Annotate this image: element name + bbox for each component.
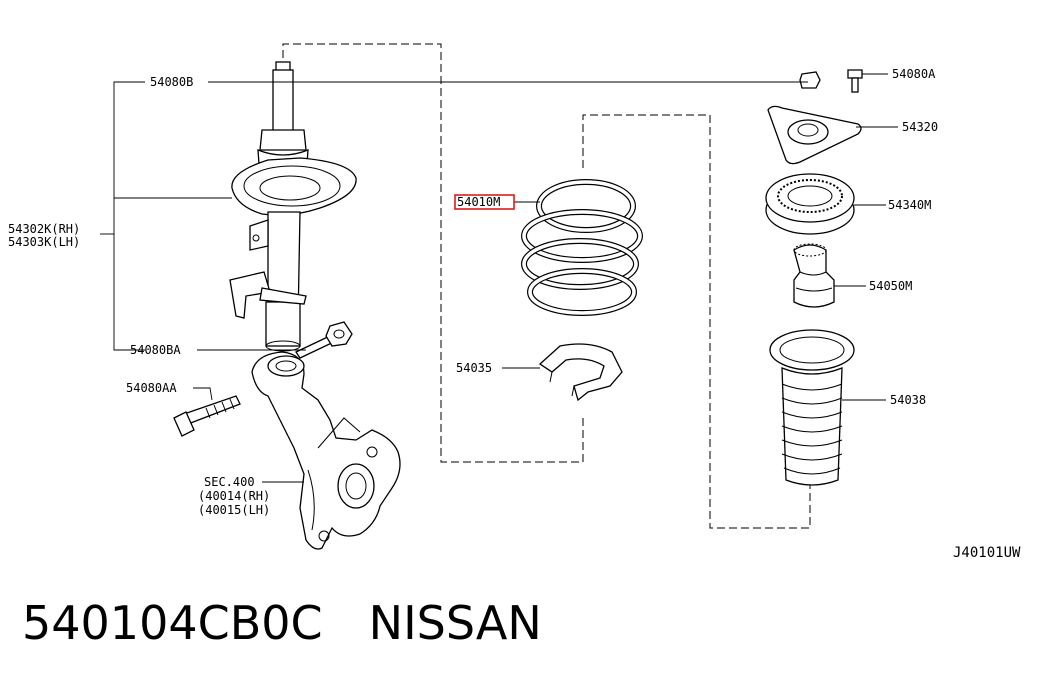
label-54035[interactable]: 54035 [456,361,492,375]
label-40014[interactable]: (40014(RH) [198,489,270,503]
label-54038[interactable]: 54038 [890,393,926,407]
label-54302k[interactable]: 54302K(RH) [8,222,80,236]
label-54340m[interactable]: 54340M [888,198,931,212]
label-54303k[interactable]: 54303K(LH) [8,235,80,249]
leader-lines [100,73,898,483]
upper-mount[interactable] [767,105,862,165]
part-labels: 54080B 54302K(RH) 54303K(LH) 54080BA 540… [8,67,1021,561]
diagram-code: J40101UW [953,545,1021,561]
caption: 540104CB0C NISSAN [22,596,542,660]
label-54080b[interactable]: 54080B [150,75,193,89]
dust-boot[interactable] [769,329,855,486]
part-number: 540104CB0C [22,596,323,650]
label-54080a[interactable]: 54080A [892,67,936,81]
highlight-box [454,194,515,210]
nut-54080a[interactable] [799,71,821,89]
label-54080aa[interactable]: 54080AA [126,381,177,395]
strut-bearing[interactable] [765,173,855,235]
bolt-54080a[interactable] [847,69,863,93]
coil-spring[interactable] [521,179,643,316]
label-sec400[interactable]: SEC.400 [204,475,255,489]
bolt-54080aa[interactable] [173,395,241,437]
bump-stopper[interactable] [793,243,835,308]
brand-name: NISSAN [368,596,542,650]
dashed-group-lines [282,43,811,529]
strut-assembly[interactable] [229,61,357,352]
label-54050m[interactable]: 54050M [869,279,912,293]
spring-seat[interactable] [538,343,623,402]
bolt-54080ba[interactable] [295,321,353,359]
steering-knuckle[interactable] [251,351,401,550]
label-54010m[interactable]: 54010M [457,195,500,209]
label-54320[interactable]: 54320 [902,120,938,134]
label-40015[interactable]: (40015(LH) [198,503,270,517]
label-54080ba[interactable]: 54080BA [130,343,181,357]
